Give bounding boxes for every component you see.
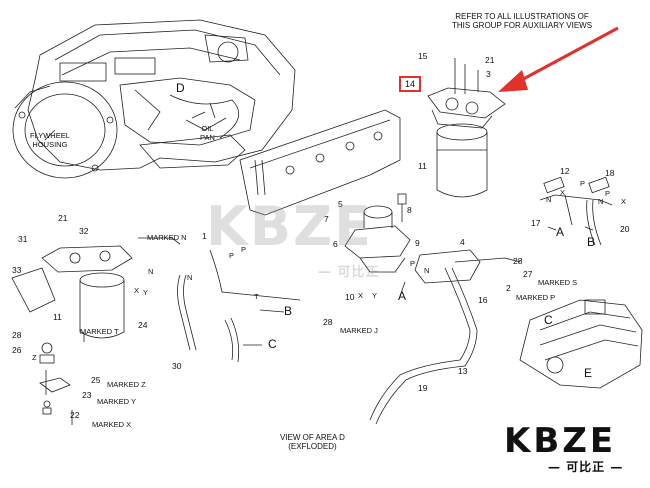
part-number-30: 30	[172, 361, 182, 371]
part-number-28-mid: 28	[323, 317, 333, 327]
view-letter-b-right: B	[587, 235, 596, 249]
part-number-21: 21	[485, 55, 495, 65]
pump-assembly	[344, 193, 411, 273]
oil-pan-label: OIL PAN	[200, 124, 215, 142]
part-number-18: 18	[605, 168, 615, 178]
part-number-32: 32	[79, 226, 89, 236]
port-letter-x: X	[560, 188, 566, 197]
part-number-8: 8	[407, 205, 412, 215]
flywheel-housing-label: FLYWHEEL HOUSING	[30, 131, 70, 149]
reference-note-line-2: THIS GROUP FOR AUXILIARY VIEWS	[452, 21, 593, 31]
part-number-10: 10	[345, 292, 355, 302]
brand-logo-corner: KBZE	[504, 421, 617, 461]
part-number-22: 22	[70, 410, 80, 420]
port-letter-x-2: X	[621, 197, 627, 206]
port-letter-z: Z	[32, 353, 37, 362]
port-letter-n-hose: N	[187, 273, 193, 282]
part-number-6: 6	[333, 239, 338, 249]
part-number-12: 12	[560, 166, 570, 176]
part-number-20: 20	[620, 224, 630, 234]
highlighted-part-callout: 14	[399, 76, 421, 92]
port-letter-p-2: P	[605, 189, 611, 198]
marked-z-label: MARKED Z	[107, 380, 146, 389]
part-number-21-left: 21	[58, 213, 68, 223]
part-number-28-left: 28	[12, 330, 22, 340]
marked-s-label: MARKED S	[538, 278, 578, 287]
part-number-7: 7	[324, 214, 329, 224]
view-caption-line-2: (EXFLODED)	[288, 442, 337, 452]
view-letter-e: E	[584, 366, 593, 380]
small-parts-left	[39, 342, 71, 415]
port-letter-p: P	[580, 179, 586, 188]
marked-j-label: MARKED J	[340, 326, 378, 335]
part-number-3: 3	[486, 69, 491, 79]
fittings-right	[539, 176, 613, 206]
part-number-11: 11	[418, 161, 427, 171]
view-letter-c-right: C	[544, 313, 553, 327]
part-number-25: 25	[91, 375, 101, 385]
view-letter-a-right: A	[556, 225, 565, 239]
part-number-23: 23	[82, 390, 92, 400]
part-number-9: 9	[415, 238, 420, 248]
marked-n-label: MARKED N	[147, 233, 187, 242]
fuel-filter-top	[436, 123, 488, 198]
part-number-5: 5	[338, 199, 343, 209]
port-letter-x-left: X	[134, 286, 140, 295]
port-letter-n-2: N	[598, 197, 604, 206]
mounting-rail	[239, 109, 401, 216]
view-caption-line-1: VIEW OF AREA D	[280, 433, 345, 442]
part-number-2: 2	[506, 283, 511, 293]
port-letter-n: N	[546, 195, 552, 204]
port-letter-n-left: N	[148, 267, 154, 276]
view-letter-b-center: B	[284, 304, 293, 318]
part-number-19: 19	[418, 383, 428, 393]
oil-pan	[139, 134, 246, 169]
port-letter-y-center: Y	[372, 291, 378, 300]
part-number-31: 31	[18, 234, 28, 244]
part-number-11-left: 11	[53, 312, 62, 322]
port-letter-p-left: P	[241, 245, 247, 254]
part-number-16: 16	[478, 295, 488, 305]
part-number-28-right: 28	[513, 256, 523, 266]
fuel-hoses	[177, 194, 602, 425]
marked-p-label: MARKED P	[516, 293, 556, 302]
reference-note-line-1: REFER TO ALL ILLUSTRATIONS OF	[455, 12, 589, 21]
part-number-27: 27	[523, 269, 533, 279]
red-arrow	[498, 26, 619, 92]
fuel-filter-left	[79, 272, 125, 339]
watermark-subtitle-center: — 可比正 —	[318, 265, 400, 280]
port-letter-p-center: P	[410, 259, 416, 268]
part-number-13: 13	[458, 366, 468, 376]
flywheel-housing	[12, 81, 118, 179]
port-letter-p-hose: P	[229, 251, 235, 260]
part-number-26: 26	[12, 345, 22, 355]
port-letter-t: T	[254, 292, 259, 301]
filter-base-top	[427, 58, 506, 129]
part-number-17: 17	[531, 218, 541, 228]
marked-t-label: MARKED T	[80, 327, 119, 336]
view-letter-c-center: C	[268, 337, 277, 351]
watermark-logo-center: KBZE	[206, 195, 374, 258]
part-number-1: 1	[202, 231, 207, 241]
engine-block	[27, 19, 296, 171]
marked-x-label: MARKED X	[92, 420, 132, 429]
view-letter-d: D	[176, 81, 185, 95]
reference-note: REFER TO ALL ILLUSTRATIONS OF THIS GROUP…	[452, 12, 592, 30]
part-number-4: 4	[460, 237, 465, 247]
marked-y-label: MARKED Y	[97, 397, 137, 406]
view-letter-a-center: A	[398, 289, 407, 303]
view-caption: VIEW OF AREA D (EXFLODED)	[280, 433, 345, 451]
port-letter-y-left: Y	[143, 288, 149, 297]
part-number-15: 15	[418, 51, 428, 61]
port-letter-n-center: N	[424, 266, 430, 275]
part-number-33: 33	[12, 265, 22, 275]
filter-housing-right	[414, 249, 521, 284]
injection-pump	[519, 299, 643, 389]
filter-base-left	[11, 245, 133, 313]
part-number-24: 24	[138, 320, 148, 330]
port-letter-x-center: X	[358, 291, 364, 300]
brand-subtitle-corner: — 可比正 —	[548, 460, 624, 474]
